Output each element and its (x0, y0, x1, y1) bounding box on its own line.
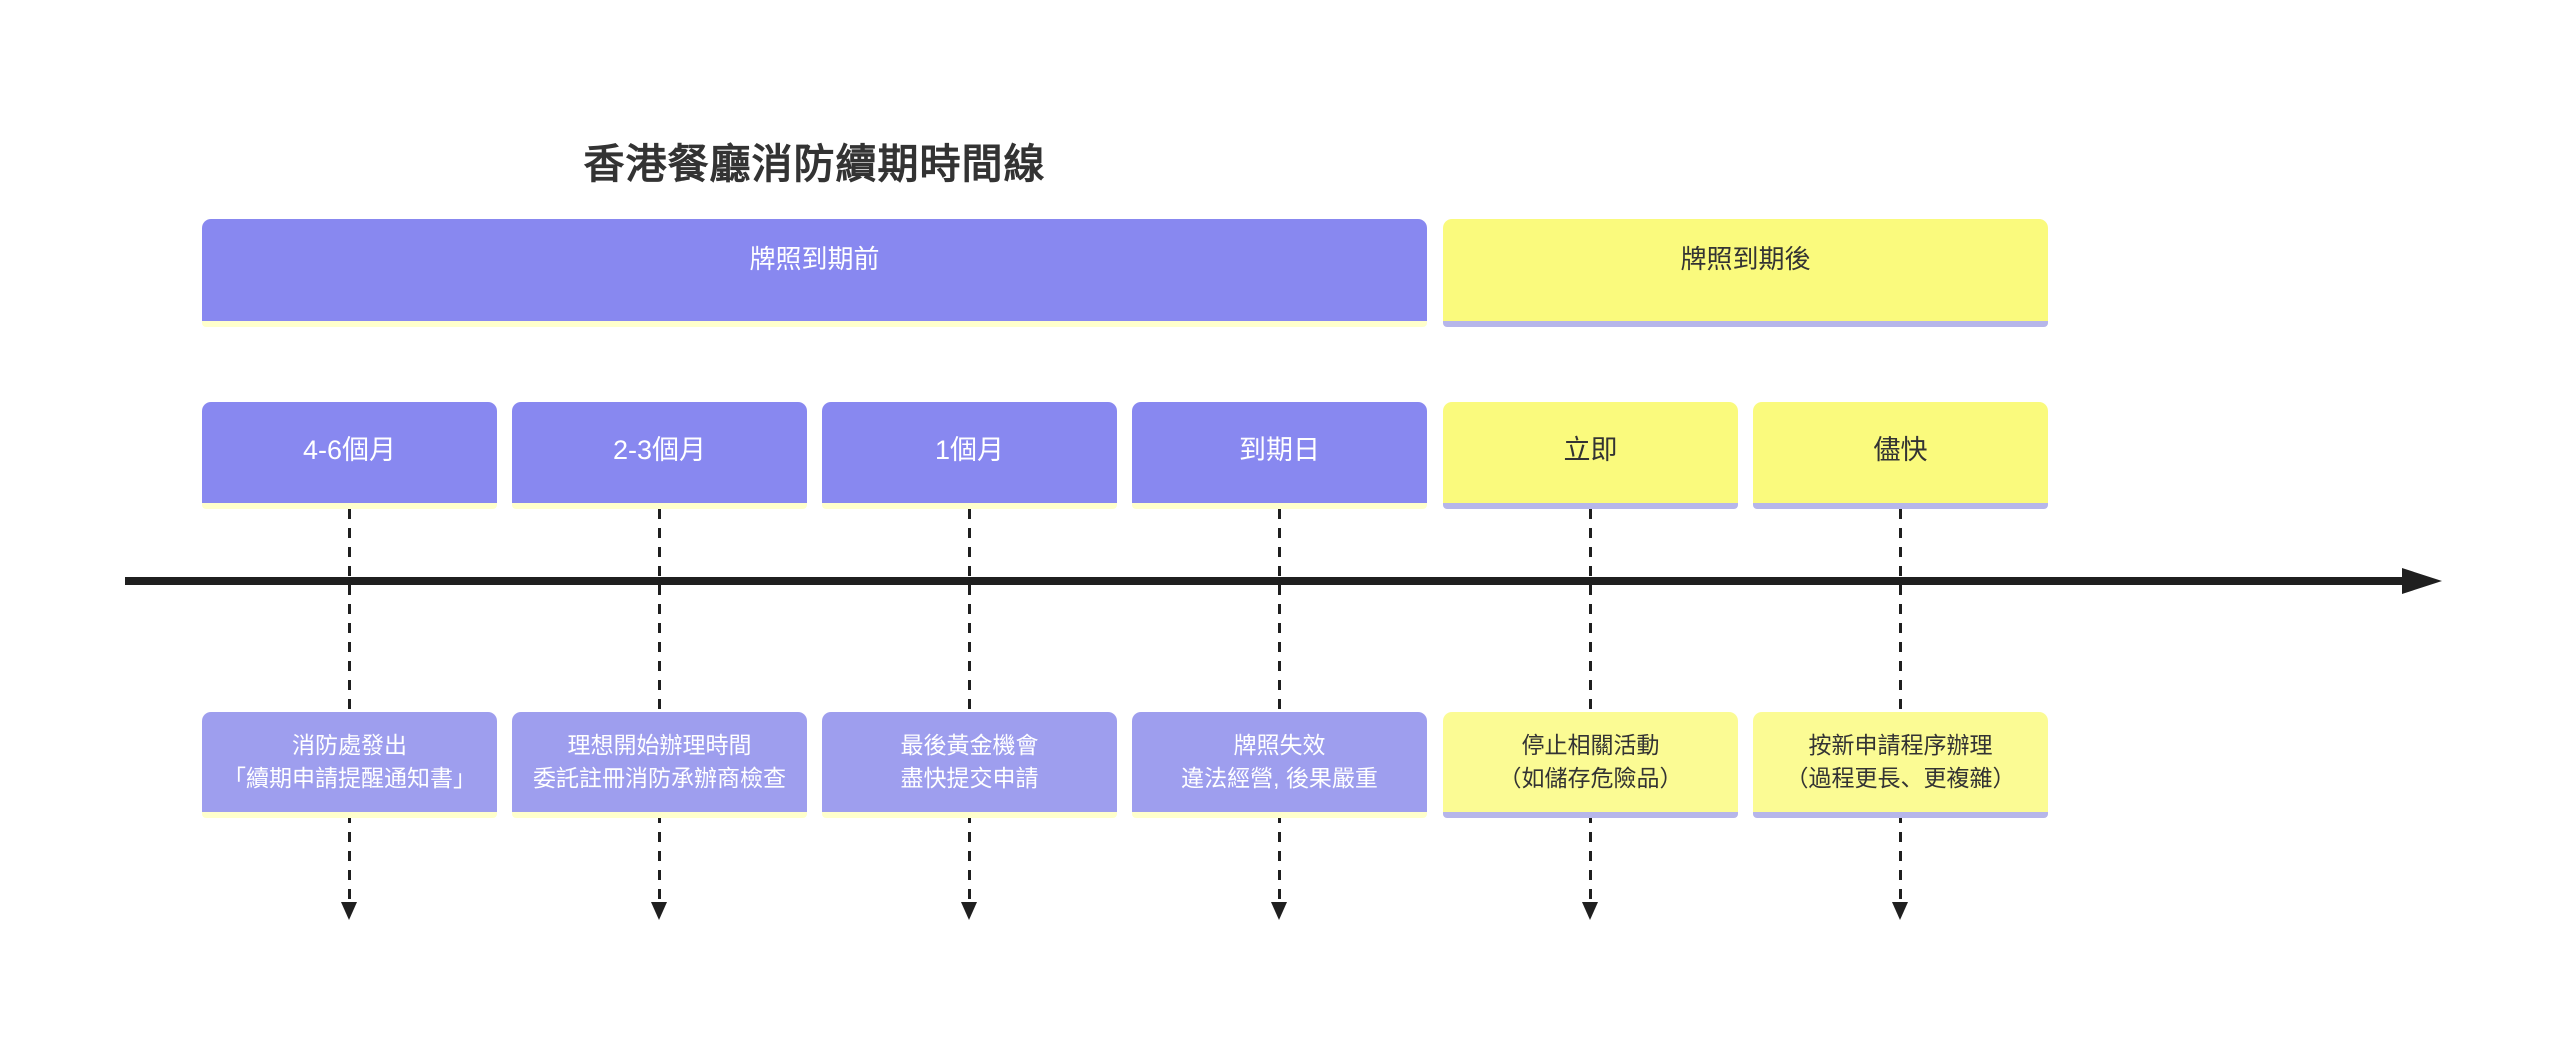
milestone-box-asap: 儘快 (1753, 402, 2048, 509)
milestone-box-expiry-day: 到期日 (1132, 402, 1427, 509)
event-line-1: 消防處發出 (292, 732, 407, 758)
dashed-connector (1589, 509, 1592, 903)
dashed-connector (1278, 509, 1281, 903)
event-line-2: 盡快提交申請 (900, 765, 1039, 791)
dashed-connector (348, 509, 351, 903)
milestone-label: 到期日 (1239, 435, 1320, 465)
milestone-box-2-3-months: 2-3個月 (512, 402, 807, 509)
event-box-license-lapsed: 牌照失效 違法經營, 後果嚴重 (1132, 712, 1427, 818)
dashed-connector (658, 509, 661, 903)
down-arrowhead-icon (961, 902, 977, 920)
milestone-box-4-6-months: 4-6個月 (202, 402, 497, 509)
down-arrowhead-icon (1582, 902, 1598, 920)
milestone-label: 立即 (1563, 435, 1618, 465)
event-line-1: 停止相關活動 (1521, 732, 1660, 758)
milestone-box-1-month: 1個月 (822, 402, 1117, 509)
milestone-label: 儘快 (1873, 435, 1928, 465)
milestone-box-immediately: 立即 (1443, 402, 1738, 509)
event-underline (1132, 812, 1427, 818)
timeline-axis-arrowhead-icon (2402, 568, 2442, 594)
event-box-new-application: 按新申請程序辦理 （過程更長、更複雜） (1753, 712, 2048, 818)
event-box-last-chance: 最後黃金機會 盡快提交申請 (822, 712, 1117, 818)
event-line-1: 理想開始辦理時間 (567, 732, 752, 758)
event-box-stop-activities: 停止相關活動 （如儲存危險品） (1443, 712, 1738, 818)
section-bar-underline (1443, 321, 2048, 327)
event-underline (512, 812, 807, 818)
milestone-label: 2-3個月 (612, 435, 707, 465)
milestone-underline (1443, 503, 1738, 509)
milestone-label: 4-6個月 (302, 435, 397, 465)
event-underline (822, 812, 1117, 818)
event-line-2: 委託註冊消防承辦商檢查 (533, 765, 786, 791)
section-bar-underline (202, 321, 1427, 327)
event-line-2: （過程更長、更複雜） (1785, 765, 2016, 791)
event-line-1: 按新申請程序辦理 (1808, 732, 1993, 758)
dashed-connector (1899, 509, 1902, 903)
down-arrowhead-icon (651, 902, 667, 920)
milestone-underline (202, 503, 497, 509)
event-line-1: 最後黃金機會 (900, 732, 1039, 758)
timeline-axis-line (125, 577, 2403, 585)
down-arrowhead-icon (341, 902, 357, 920)
event-box-ideal-start: 理想開始辦理時間 委託註冊消防承辦商檢查 (512, 712, 807, 818)
milestone-underline (1753, 503, 2048, 509)
milestone-underline (822, 503, 1117, 509)
event-line-1: 牌照失效 (1233, 732, 1326, 758)
event-line-2: 違法經營, 後果嚴重 (1181, 765, 1378, 791)
section-bar-after-expiry: 牌照到期後 (1443, 219, 2048, 327)
event-underline (1443, 812, 1738, 818)
down-arrowhead-icon (1892, 902, 1908, 920)
section-bar-before-expiry: 牌照到期前 (202, 219, 1427, 327)
section-label-before-expiry: 牌照到期前 (749, 244, 880, 274)
section-label-after-expiry: 牌照到期後 (1680, 244, 1811, 274)
diagram-title: 香港餐廳消防續期時間線 (583, 141, 1046, 187)
dashed-connector (968, 509, 971, 903)
event-line-2: （如儲存危險品） (1498, 765, 1683, 791)
event-line-2: 「續期申請提醒通知書」 (223, 765, 476, 791)
event-underline (202, 812, 497, 818)
milestone-underline (1132, 503, 1427, 509)
milestone-label: 1個月 (934, 435, 1005, 465)
event-box-reminder-notice: 消防處發出 「續期申請提醒通知書」 (202, 712, 497, 818)
event-underline (1753, 812, 2048, 818)
milestone-underline (512, 503, 807, 509)
down-arrowhead-icon (1271, 902, 1287, 920)
